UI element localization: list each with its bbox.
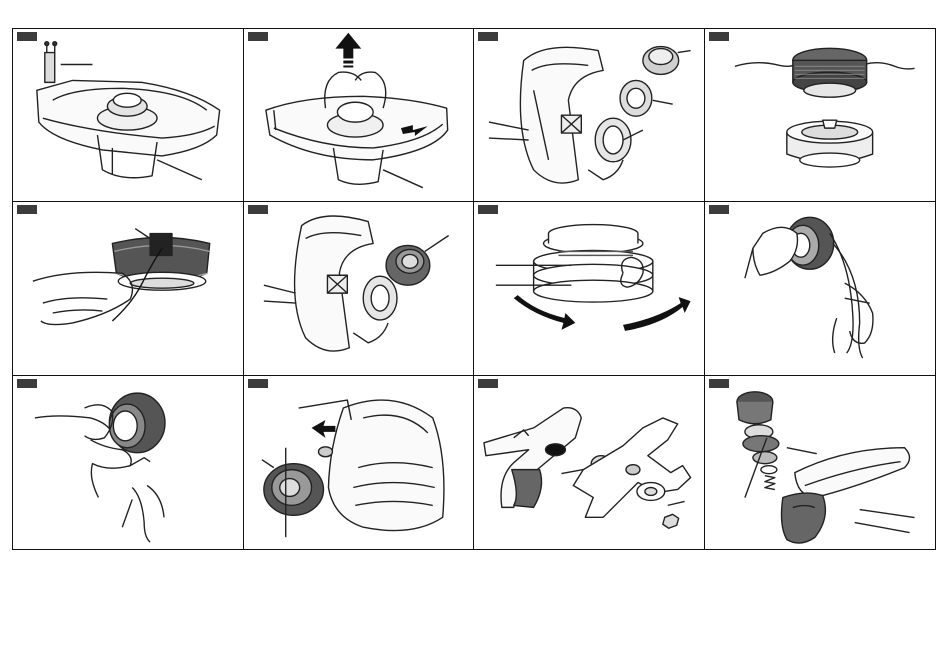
step-panel-9: [13, 376, 244, 549]
step-panel-5: [13, 202, 244, 375]
spool-wind-hand-icon: [13, 376, 243, 549]
trimmer-guard-screws-icon: [13, 29, 243, 201]
step-panel-2: [244, 29, 475, 202]
spool-line-insert-icon: [13, 202, 243, 374]
trimmer-head-exploded-icon: [705, 376, 936, 549]
guard-allen-key-icon: [244, 376, 474, 549]
guard-removal-arrow-icon: [244, 29, 474, 201]
spool-line-feed-icon: [705, 202, 936, 374]
spool-line-icon: [705, 29, 936, 201]
instruction-sheet: [12, 28, 936, 550]
spool-winding-direction-icon: [474, 202, 704, 374]
step-panel-7: [474, 202, 705, 375]
spool-exploded-view-icon: [474, 29, 704, 201]
blade-assembly-icon: [474, 376, 704, 549]
step-panel-10: [244, 376, 475, 549]
step-panel-12: [705, 376, 936, 549]
step-panel-1: [13, 29, 244, 202]
step-panel-6: [244, 202, 475, 375]
step-panel-3: [474, 29, 705, 202]
step-panel-4: [705, 29, 936, 202]
step-panel-8: [705, 202, 936, 375]
step-panel-11: [474, 376, 705, 549]
spool-cap-removal-icon: [244, 202, 474, 374]
